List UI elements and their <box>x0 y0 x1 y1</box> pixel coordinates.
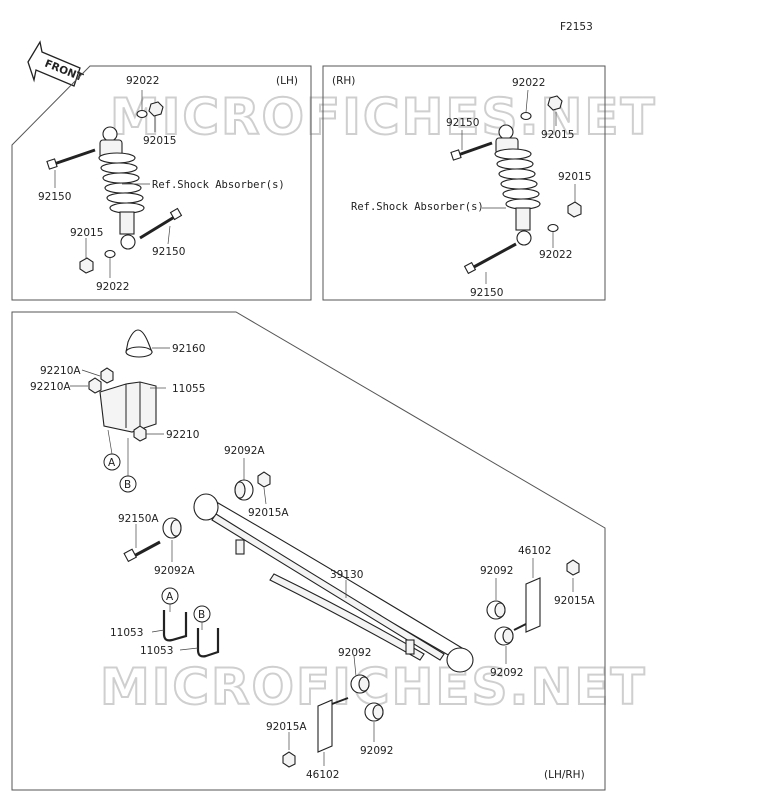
bracket-nut <box>133 425 147 442</box>
rh-panel-title: (RH) <box>332 75 355 87</box>
rh-shock-panel: (RH) <box>322 65 606 301</box>
rear-bushing-lower <box>494 626 514 646</box>
front-nut <box>257 471 271 488</box>
lh-callout-bolt-bottom: 92150 <box>152 246 185 258</box>
lh-bottom-bolt <box>139 207 183 240</box>
callout-u-bolt-b: 11053 <box>140 645 173 657</box>
circle-ref-a-top: A <box>108 457 116 469</box>
callout-mid-bushing-upper: 92092 <box>338 647 371 659</box>
rh-callout-washer-top: 92022 <box>512 77 545 89</box>
callout-bracket-nut: 92210 <box>166 429 199 441</box>
spring-panel-corner-label: (LH/RH) <box>544 769 585 781</box>
lh-panel-frame <box>11 65 312 301</box>
lh-shock-absorber <box>98 126 145 250</box>
lh-ref-shock-absorber: Ref.Shock Absorber(s) <box>152 179 285 191</box>
shackle-right <box>525 577 541 633</box>
rh-callout-nut-top: 92015 <box>541 129 574 141</box>
lh-shock-panel: (LH) <box>11 65 312 301</box>
circle-ref-b-top: B <box>124 479 131 491</box>
lh-top-washer <box>136 109 148 119</box>
lh-top-nut <box>148 101 164 117</box>
rear-nut-right <box>566 559 580 576</box>
callout-rear-nut-left: 92015A <box>266 721 307 733</box>
shackle-left <box>317 699 333 753</box>
circle-ref-a-bottom: A <box>166 591 174 603</box>
rear-bushing-upper <box>486 600 506 620</box>
callout-shackle-right: 46102 <box>518 545 551 557</box>
rh-top-nut <box>547 95 563 111</box>
lh-top-bolt <box>46 148 96 170</box>
callout-mid-bushing-lower: 92092 <box>360 745 393 757</box>
lh-callout-washer-top: 92022 <box>126 75 159 87</box>
callout-front-bolt: 92150A <box>118 513 159 525</box>
rh-top-bolt <box>450 141 493 161</box>
callout-front-bushing-right: 92092A <box>224 445 265 457</box>
bracket <box>99 381 157 433</box>
callout-bump-stop: 92160 <box>172 343 205 355</box>
bracket-nut-upper <box>100 367 114 384</box>
rh-callout-bolt-top: 92150 <box>446 117 479 129</box>
callout-bracket: 11055 <box>172 383 205 395</box>
front-bolt <box>123 540 161 563</box>
callout-shackle-left: 46102 <box>306 769 339 781</box>
lh-bottom-washer <box>104 249 116 259</box>
callout-nut-a2: 92210A <box>30 381 71 393</box>
front-bushing-left <box>162 517 182 539</box>
leaf-spring-panel: (LH/RH) A B <box>11 311 606 791</box>
callout-nut-a1: 92210A <box>40 365 81 377</box>
rh-panel-frame <box>322 65 606 301</box>
rh-bottom-bolt <box>463 242 517 275</box>
spring-panel-frame <box>11 311 606 791</box>
rh-bottom-nut <box>567 201 582 218</box>
lh-callout-nut-top: 92015 <box>143 135 176 147</box>
rh-bottom-washer <box>547 223 559 233</box>
callout-rear-bushing-upper: 92092 <box>480 565 513 577</box>
mid-bushing-upper <box>350 674 370 694</box>
rh-ref-shock-absorber: Ref.Shock Absorber(s) <box>351 201 484 213</box>
rear-nut-left <box>282 751 296 768</box>
leaf-spring <box>193 493 474 673</box>
callout-front-nut: 92015A <box>248 507 289 519</box>
callout-rear-nut-right: 92015A <box>554 595 595 607</box>
callout-leaf-spring: 39130 <box>330 569 363 581</box>
bump-stop <box>125 329 153 358</box>
callout-u-bolt-a: 11053 <box>110 627 143 639</box>
watermark-top: MICROFICHES.NET <box>110 88 657 146</box>
lh-panel-title: (LH) <box>276 75 298 87</box>
lh-callout-nut-bottom: 92015 <box>70 227 103 239</box>
u-bolt-b <box>196 628 220 658</box>
mid-bushing-lower <box>364 702 384 722</box>
rh-callout-bolt-bottom: 92150 <box>470 287 503 299</box>
callout-rear-bushing-lower: 92092 <box>490 667 523 679</box>
lh-callout-bolt-top: 92150 <box>38 191 71 203</box>
rh-shock-absorber <box>494 124 541 246</box>
bracket-nut-lower <box>88 377 102 394</box>
u-bolt-a <box>162 610 188 642</box>
rh-callout-nut-bottom: 92015 <box>558 171 591 183</box>
circle-ref-b-bottom: B <box>198 609 205 621</box>
figure-code: F2153 <box>560 21 593 33</box>
rh-callout-washer-bottom: 92022 <box>539 249 572 261</box>
lh-callout-washer-bottom: 92022 <box>96 281 129 293</box>
callout-front-bushing-left: 92092A <box>154 565 195 577</box>
rh-top-washer <box>520 111 532 121</box>
front-bushing-right <box>234 479 254 501</box>
lh-bottom-nut <box>79 257 94 274</box>
